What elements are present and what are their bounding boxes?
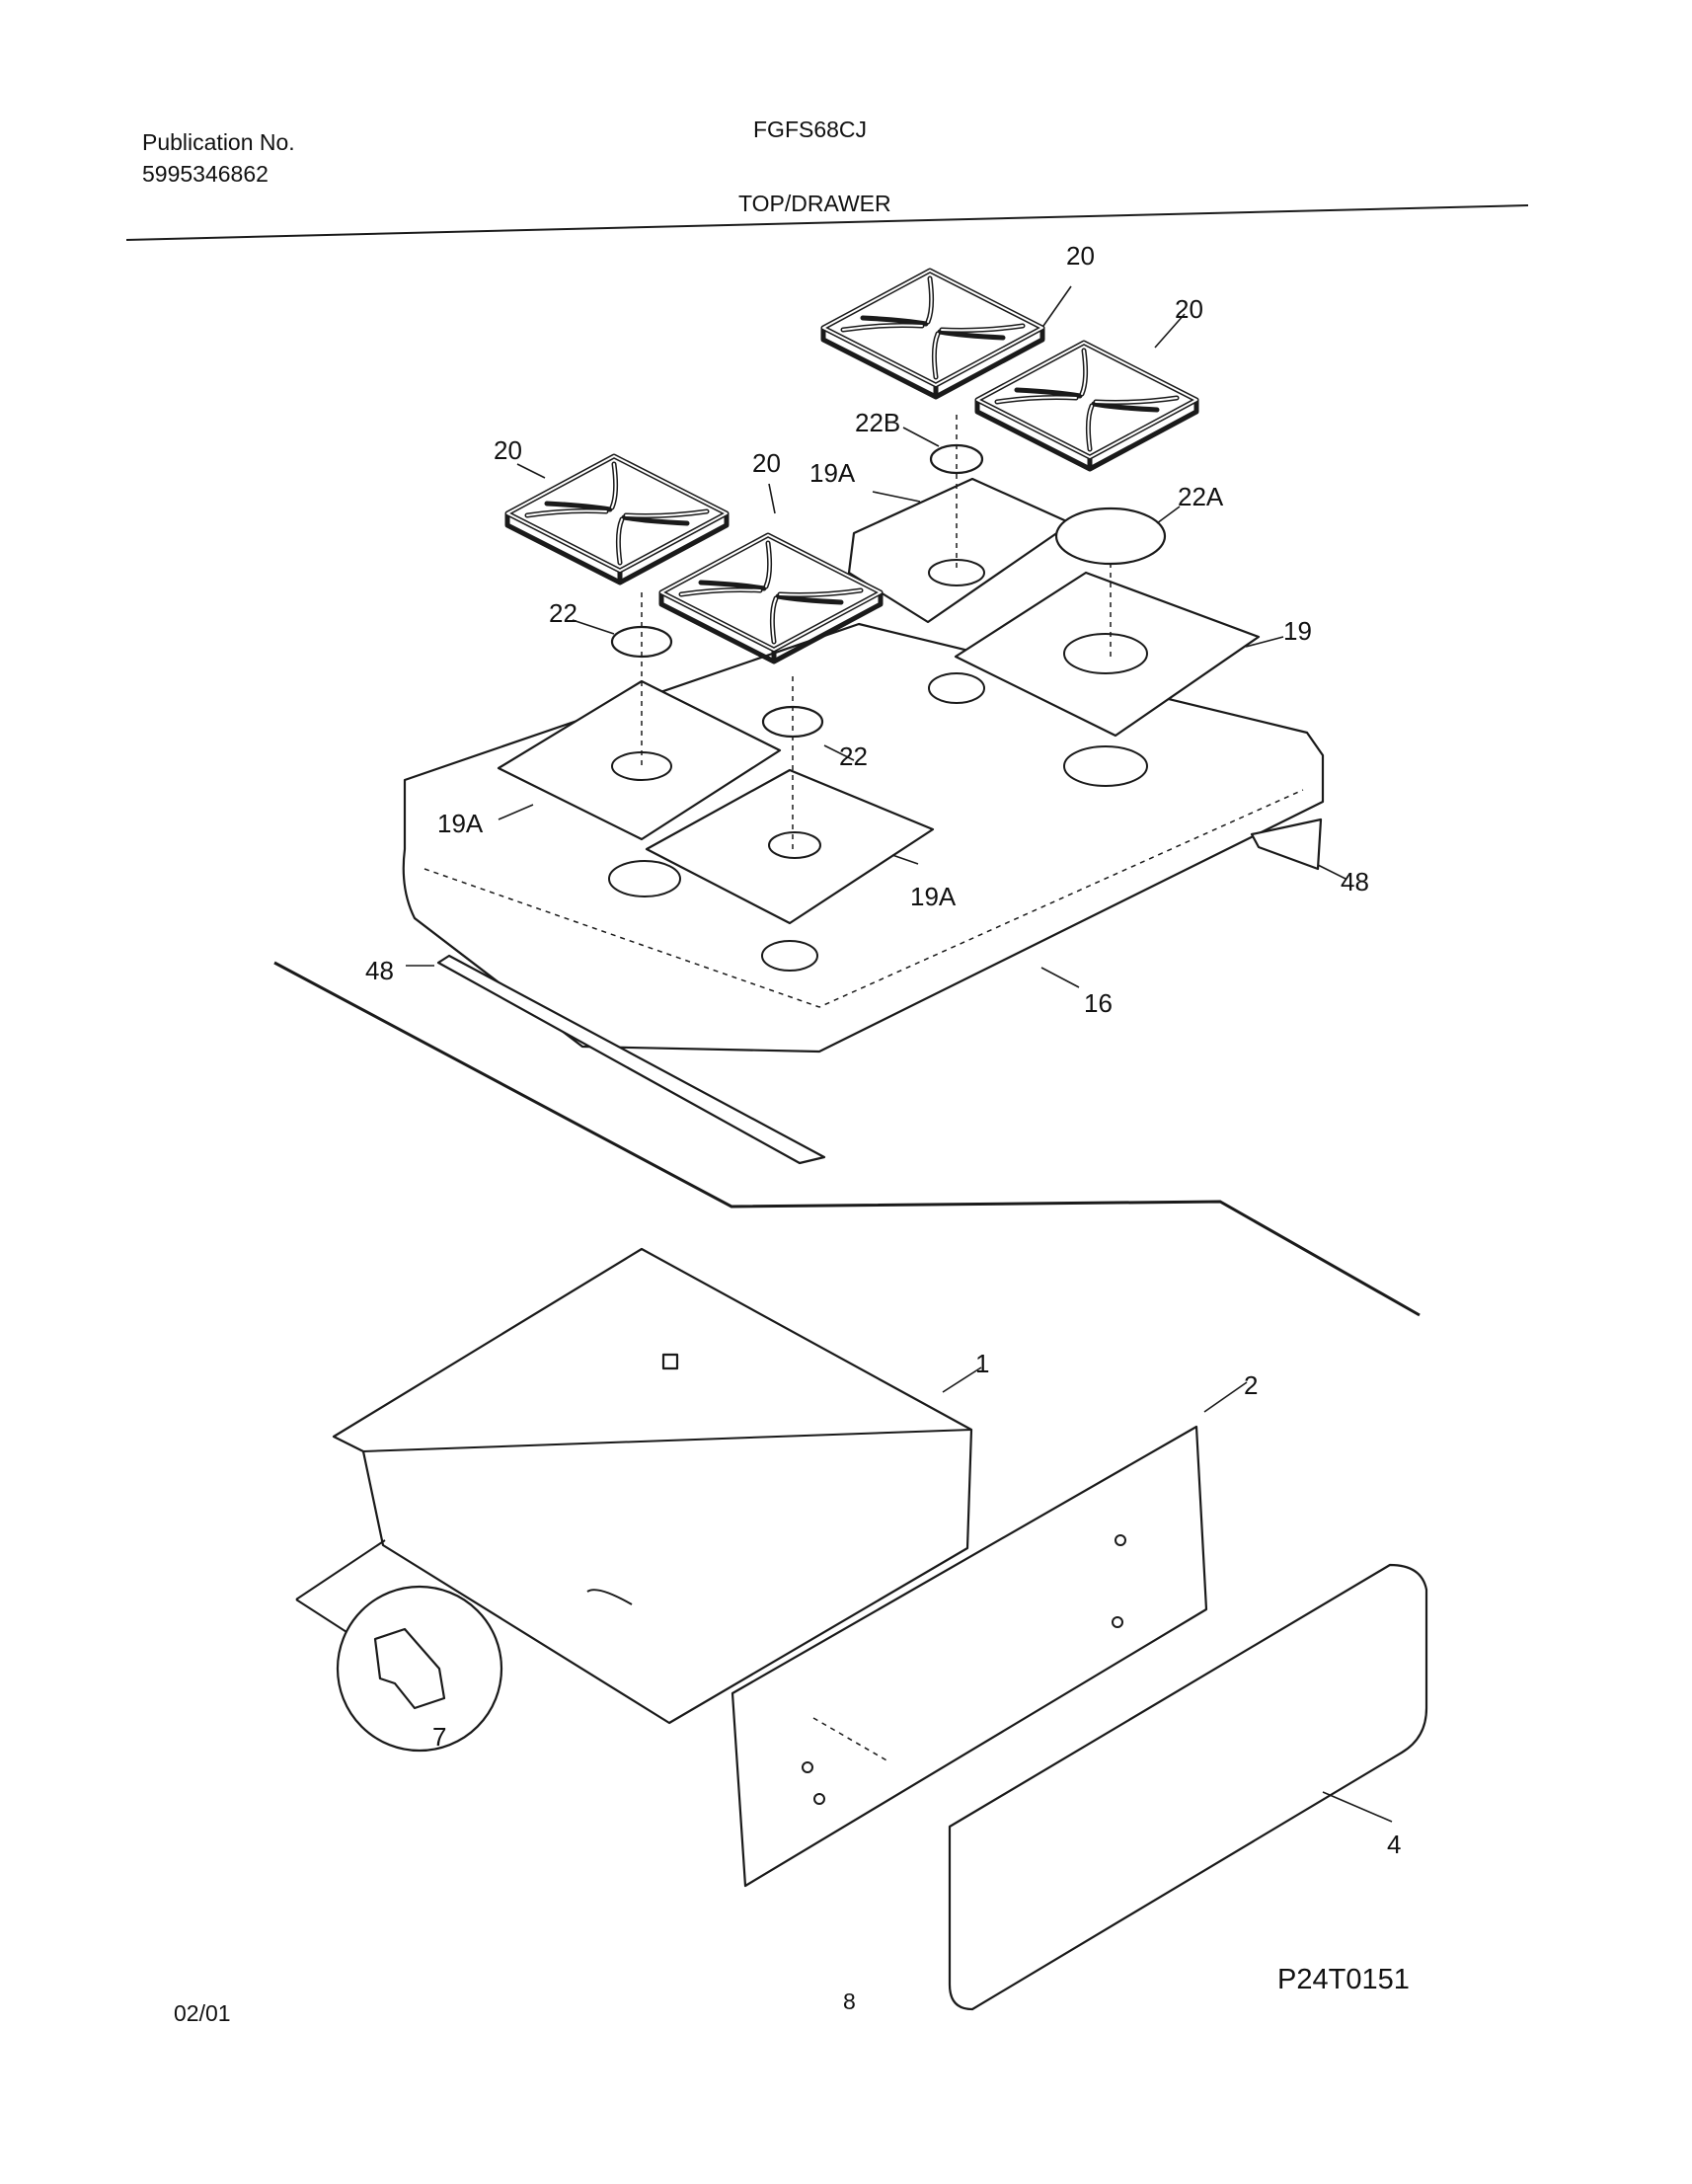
grate-rear-right [977, 343, 1196, 469]
callout-pan-19a-front: 19A [910, 882, 957, 911]
burner-cap-22a [1054, 507, 1167, 566]
leader-lines [406, 285, 1393, 1823]
callout-maintop-16: 16 [1084, 988, 1113, 1018]
grate-rear-left [823, 271, 1042, 397]
callout-cap-22-center: 22 [839, 741, 868, 771]
callout-pan-19a-left: 19A [437, 809, 484, 838]
publication-label: Publication No. [142, 129, 295, 155]
callout-pan-19a-rear: 19A [809, 458, 856, 488]
callout-grate-rear-right: 20 [1175, 294, 1203, 324]
drawer-body [332, 1247, 973, 1725]
callout-cap-22b: 22B [855, 408, 900, 437]
callout-drawer-front-2: 2 [1244, 1370, 1258, 1400]
callout-drawer-panel-4: 4 [1387, 1830, 1401, 1859]
callout-cap-22a: 22A [1178, 482, 1224, 511]
callout-grate-front-right: 20 [752, 448, 781, 478]
header-rule [125, 204, 1529, 241]
bracket-detail [295, 1539, 503, 1753]
alignment-lines [641, 415, 1112, 849]
callout-pan-19: 19 [1283, 616, 1312, 646]
callout-grate-front-left: 20 [494, 435, 522, 465]
burner-cap-22-center [761, 705, 824, 739]
figure-code: P24T0151 [1277, 1964, 1410, 1995]
callout-labels: 20 20 20 20 22B 22A 19A 22 19 22 19A 19A… [365, 241, 1401, 1859]
burner-pan-19a-left [497, 679, 782, 841]
burner-pan-19 [954, 571, 1261, 738]
callout-grate-rear-left: 20 [1066, 241, 1095, 271]
burner-pan-19a-front [645, 768, 935, 925]
callout-cap-22-left: 22 [549, 598, 577, 628]
callout-drawer-body-1: 1 [975, 1349, 989, 1378]
drawer-front [731, 1425, 1208, 1888]
publication-number: 5995346862 [142, 161, 269, 187]
drawer-panel [948, 1563, 1428, 2011]
section-separator [273, 961, 1421, 1317]
publication-date: 02/01 [174, 2000, 231, 2026]
callout-trim-48-right: 48 [1341, 867, 1369, 897]
section-title: TOP/DRAWER [738, 191, 891, 216]
page-number: 8 [843, 1989, 856, 2014]
model-number: FGFS68CJ [753, 117, 868, 142]
callout-bracket-7: 7 [432, 1722, 446, 1752]
burner-pan-19a-rear [847, 477, 1073, 624]
trim-48-left [436, 954, 826, 1165]
callout-trim-48-left: 48 [365, 956, 394, 985]
trim-48-right [1250, 818, 1323, 871]
